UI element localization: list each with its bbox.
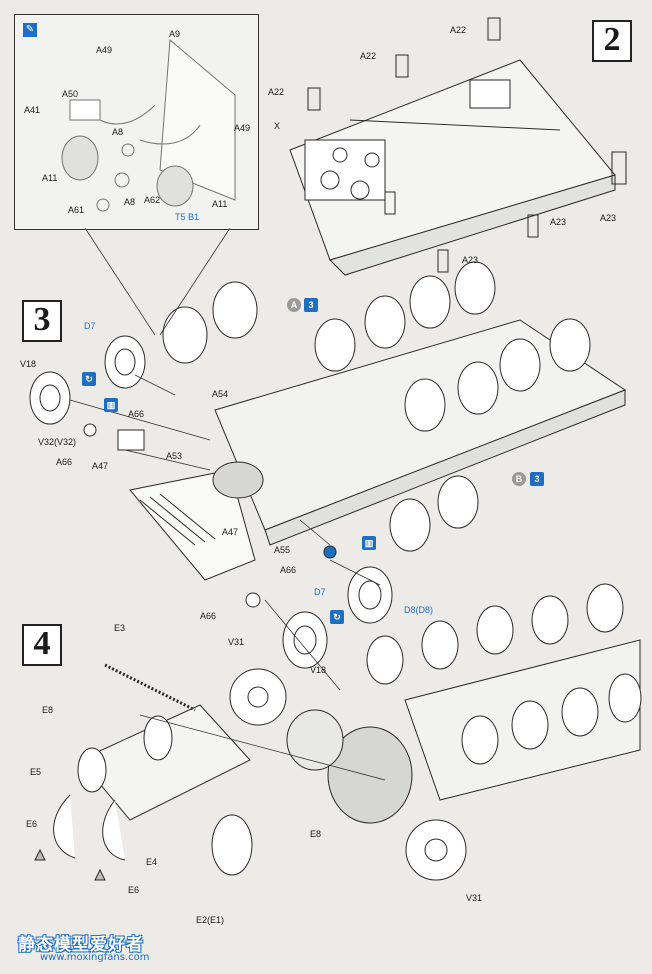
step2-label: A22 (450, 25, 467, 35)
leader-lines (69, 227, 386, 781)
step3-label: A53 (166, 451, 183, 461)
inset-badge: T5 B1 (175, 212, 200, 222)
step3-label: V18 (20, 359, 37, 369)
step-number-4: 4 (22, 624, 62, 666)
inset-label: A49 (234, 123, 251, 133)
step4-label: E8 (42, 705, 54, 715)
step3-label: D7 (314, 587, 326, 597)
step4-label: V18 (310, 665, 327, 675)
step4-label: E6 (26, 819, 38, 829)
step4-label: V31 (466, 893, 483, 903)
step4-label: E5 (30, 767, 42, 777)
road-wheel-bogies (162, 261, 591, 552)
glue-icon: ▥ (362, 536, 376, 550)
step4-label: E8 (310, 829, 322, 839)
subassembly-b-marker: B (512, 472, 526, 486)
step4-label: E3 (114, 623, 126, 633)
inset-label: A49 (96, 45, 113, 55)
inset-label: A11 (42, 173, 58, 183)
step3-label: A66 (56, 457, 73, 467)
step4-label: E4 (146, 857, 158, 867)
step4-label: E2(E1) (196, 915, 225, 925)
step-number-3: 3 (22, 300, 62, 342)
step3-label: A47 (92, 461, 109, 471)
subassembly-a-marker: A (287, 298, 301, 312)
inset-label: A8 (124, 197, 136, 207)
subassembly-b-ref: 3 (530, 472, 544, 486)
step3-label: A54 (212, 389, 229, 399)
step2-label: A23 (550, 217, 567, 227)
glue-icon: ▥ (104, 398, 118, 412)
step2-label: A23 (462, 255, 479, 265)
step4-label: A66 (200, 611, 217, 621)
inset-label: A8 (112, 127, 124, 137)
inset-drawing (61, 38, 236, 212)
loose-wheels (29, 335, 393, 624)
step2-label: A22 (268, 87, 285, 97)
brush-icon: ✎ (23, 23, 37, 37)
site-watermark-url: www.moxingfans.com (40, 952, 150, 963)
step-number-2: 2 (592, 20, 632, 62)
step2-label: A22 (360, 51, 377, 61)
site-watermark: 静态模型爱好者 (18, 935, 144, 955)
step3-label: A55 (274, 545, 291, 555)
subassembly-a-ref: 3 (304, 298, 318, 312)
rotate-icon: ↻ (330, 610, 344, 624)
inset-label: A50 (62, 89, 79, 99)
rotate-icon: ↻ (82, 372, 96, 386)
step4-label: E6 (128, 885, 140, 895)
step2-label: X (274, 121, 281, 131)
step3-label: A66 (128, 409, 145, 419)
step2-label: A23 (600, 213, 617, 223)
step3-label: V32(V32) (38, 437, 77, 447)
inset-label: A61 (68, 205, 85, 215)
inset-label: A9 (169, 29, 181, 39)
step4-drawing (34, 583, 642, 881)
step3-label: D7 (84, 321, 96, 331)
detail-inset: ✎ T5 B1 (14, 14, 259, 230)
inset-label: A62 (144, 195, 161, 205)
step3-label: D8(D8) (404, 605, 434, 615)
step4-label: V31 (228, 637, 245, 647)
inset-label: A41 (24, 105, 41, 115)
hull-plate-drawing (289, 17, 627, 276)
step3-label: A66 (280, 565, 297, 575)
step3-label: A47 (222, 527, 239, 537)
inset-label: A11 (212, 199, 228, 209)
